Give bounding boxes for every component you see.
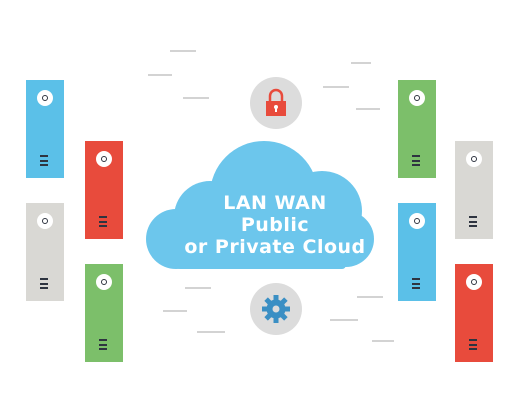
connector-line: [330, 319, 358, 321]
cloud-label-line1: LAN WAN: [223, 192, 327, 214]
connector-line: [356, 108, 380, 110]
power-indicator-icon: [409, 90, 425, 106]
server-green: [398, 80, 436, 178]
vent-icon: [40, 155, 50, 166]
server-red: [85, 141, 123, 239]
lock-icon: [250, 77, 302, 129]
connector-line: [163, 310, 187, 312]
power-indicator-icon: [37, 90, 53, 106]
vent-icon: [99, 216, 109, 227]
connector-line: [170, 50, 196, 52]
server-gray: [455, 141, 493, 239]
connector-line: [351, 62, 371, 64]
cloud-shape: [146, 141, 374, 269]
server-blue: [398, 203, 436, 301]
connector-line: [197, 331, 225, 333]
server-gray: [26, 203, 64, 301]
power-indicator-icon: [96, 151, 112, 167]
vent-icon: [469, 339, 479, 350]
connector-line: [148, 74, 172, 76]
power-indicator-icon: [466, 274, 482, 290]
power-indicator-icon: [409, 213, 425, 229]
vent-icon: [469, 216, 479, 227]
cloud-label-line2: Public: [240, 214, 310, 236]
cloud-label-line3: or Private Cloud: [184, 236, 366, 258]
server-red: [455, 264, 493, 362]
cloud-label: LAN WAN Public or Private Cloud: [170, 192, 380, 258]
connector-line: [183, 97, 209, 99]
connector-line: [372, 340, 394, 342]
server-blue: [26, 80, 64, 178]
connector-line: [185, 287, 211, 289]
server-green: [85, 264, 123, 362]
connector-line: [323, 86, 349, 88]
vent-icon: [40, 278, 50, 289]
vent-icon: [412, 155, 422, 166]
gear-icon: [250, 283, 302, 335]
power-indicator-icon: [37, 213, 53, 229]
power-indicator-icon: [466, 151, 482, 167]
vent-icon: [99, 339, 109, 350]
vent-icon: [412, 278, 422, 289]
power-indicator-icon: [96, 274, 112, 290]
connector-line: [357, 296, 383, 298]
